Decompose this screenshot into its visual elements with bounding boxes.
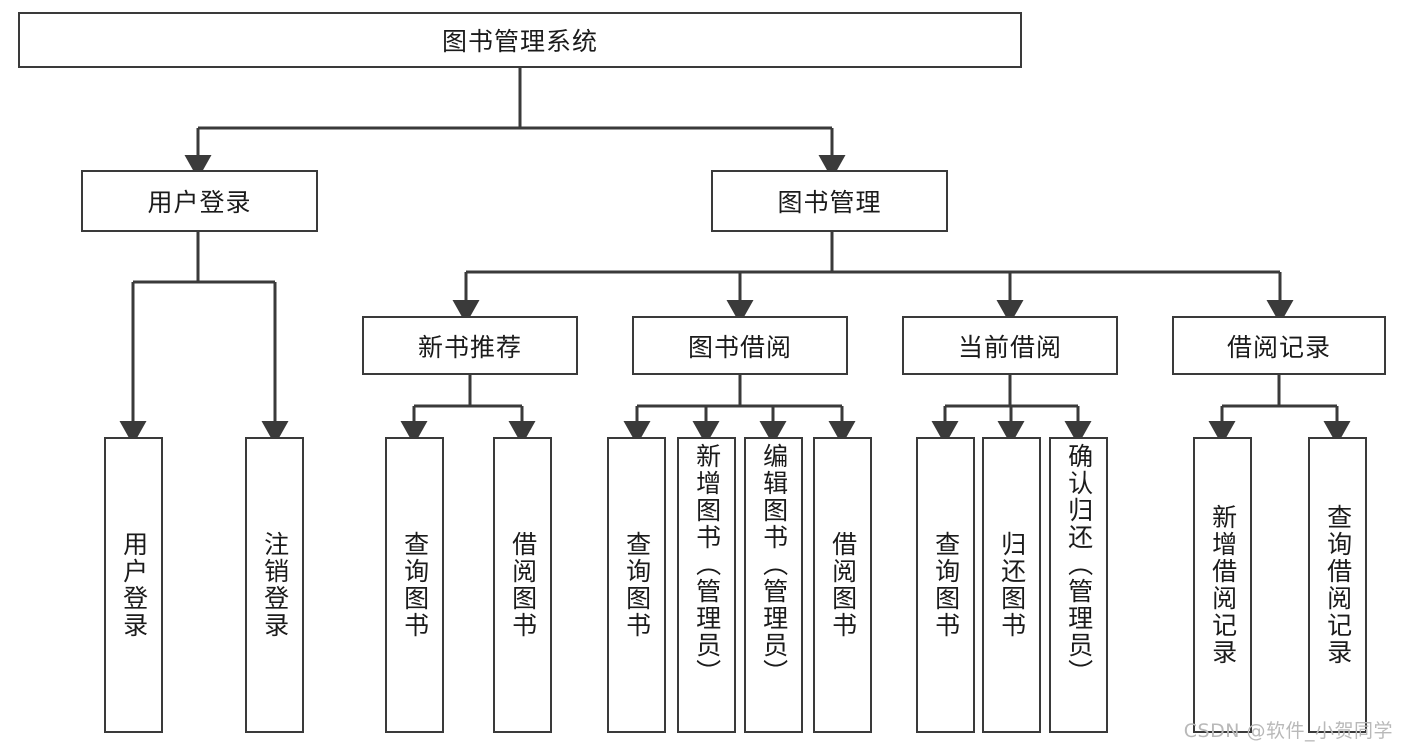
- node-leaf-user-logout[interactable]: 注销登录: [245, 437, 304, 733]
- node-leaf-borrow-book-1[interactable]: 借阅图书: [493, 437, 552, 733]
- node-leaf-confirm-return[interactable]: 确认归还（管理员）: [1049, 437, 1108, 733]
- node-new-book-recommend[interactable]: 新书推荐: [362, 316, 578, 375]
- node-leaf-query-book-3[interactable]: 查询图书: [916, 437, 975, 733]
- node-borrow-record[interactable]: 借阅记录: [1172, 316, 1386, 375]
- node-leaf-user-login[interactable]: 用户登录: [104, 437, 163, 733]
- node-leaf-return-book[interactable]: 归还图书: [982, 437, 1041, 733]
- node-book-manage[interactable]: 图书管理: [711, 170, 948, 232]
- node-leaf-add-record[interactable]: 新增借阅记录: [1193, 437, 1252, 733]
- node-user-login[interactable]: 用户登录: [81, 170, 318, 232]
- node-current-borrow[interactable]: 当前借阅: [902, 316, 1118, 375]
- node-book-borrow[interactable]: 图书借阅: [632, 316, 848, 375]
- node-leaf-query-record[interactable]: 查询借阅记录: [1308, 437, 1367, 733]
- node-leaf-query-book-2[interactable]: 查询图书: [607, 437, 666, 733]
- node-root[interactable]: 图书管理系统: [18, 12, 1022, 68]
- csdn-watermark: CSDN @软件_小贺同学: [1183, 720, 1393, 742]
- node-leaf-query-book-1[interactable]: 查询图书: [385, 437, 444, 733]
- node-leaf-edit-book[interactable]: 编辑图书（管理员）: [744, 437, 803, 733]
- node-leaf-borrow-book-2[interactable]: 借阅图书: [813, 437, 872, 733]
- node-leaf-add-book[interactable]: 新增图书（管理员）: [677, 437, 736, 733]
